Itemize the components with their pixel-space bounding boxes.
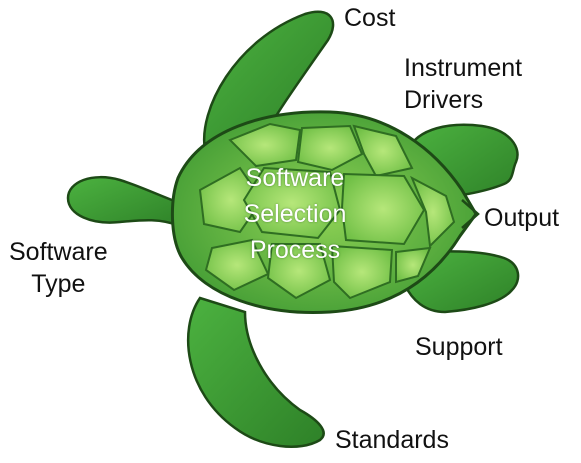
label-cost-text: Cost (344, 4, 396, 32)
center-title-line-2: Selection (243, 200, 347, 228)
label-software-type-line-1: Software (9, 238, 108, 266)
center-title-line-1: Software (245, 164, 345, 192)
label-cost: Cost (344, 2, 395, 34)
label-standards: Standards (335, 424, 449, 456)
back-left-flipper (187, 296, 325, 448)
turtle-tail (461, 199, 480, 229)
front-left-flipper (202, 10, 335, 152)
center-title-line-3: Process (249, 236, 341, 264)
label-output: Output (484, 202, 559, 234)
label-support-text: Support (415, 333, 503, 361)
label-software-type: Software Type (9, 236, 108, 300)
turtle-head (66, 175, 187, 228)
center-title: Software Selection Process (205, 160, 385, 268)
label-software-type-line-2: Type (31, 270, 86, 298)
label-instrument-drivers: Instrument Drivers (404, 52, 522, 116)
label-support: Support (415, 331, 503, 363)
label-standards-text: Standards (335, 426, 449, 454)
label-output-text: Output (484, 204, 560, 232)
shell-scutes (198, 122, 456, 300)
label-instrument-drivers-line-2: Drivers (404, 86, 484, 114)
label-instrument-drivers-line-1: Instrument (404, 54, 523, 82)
